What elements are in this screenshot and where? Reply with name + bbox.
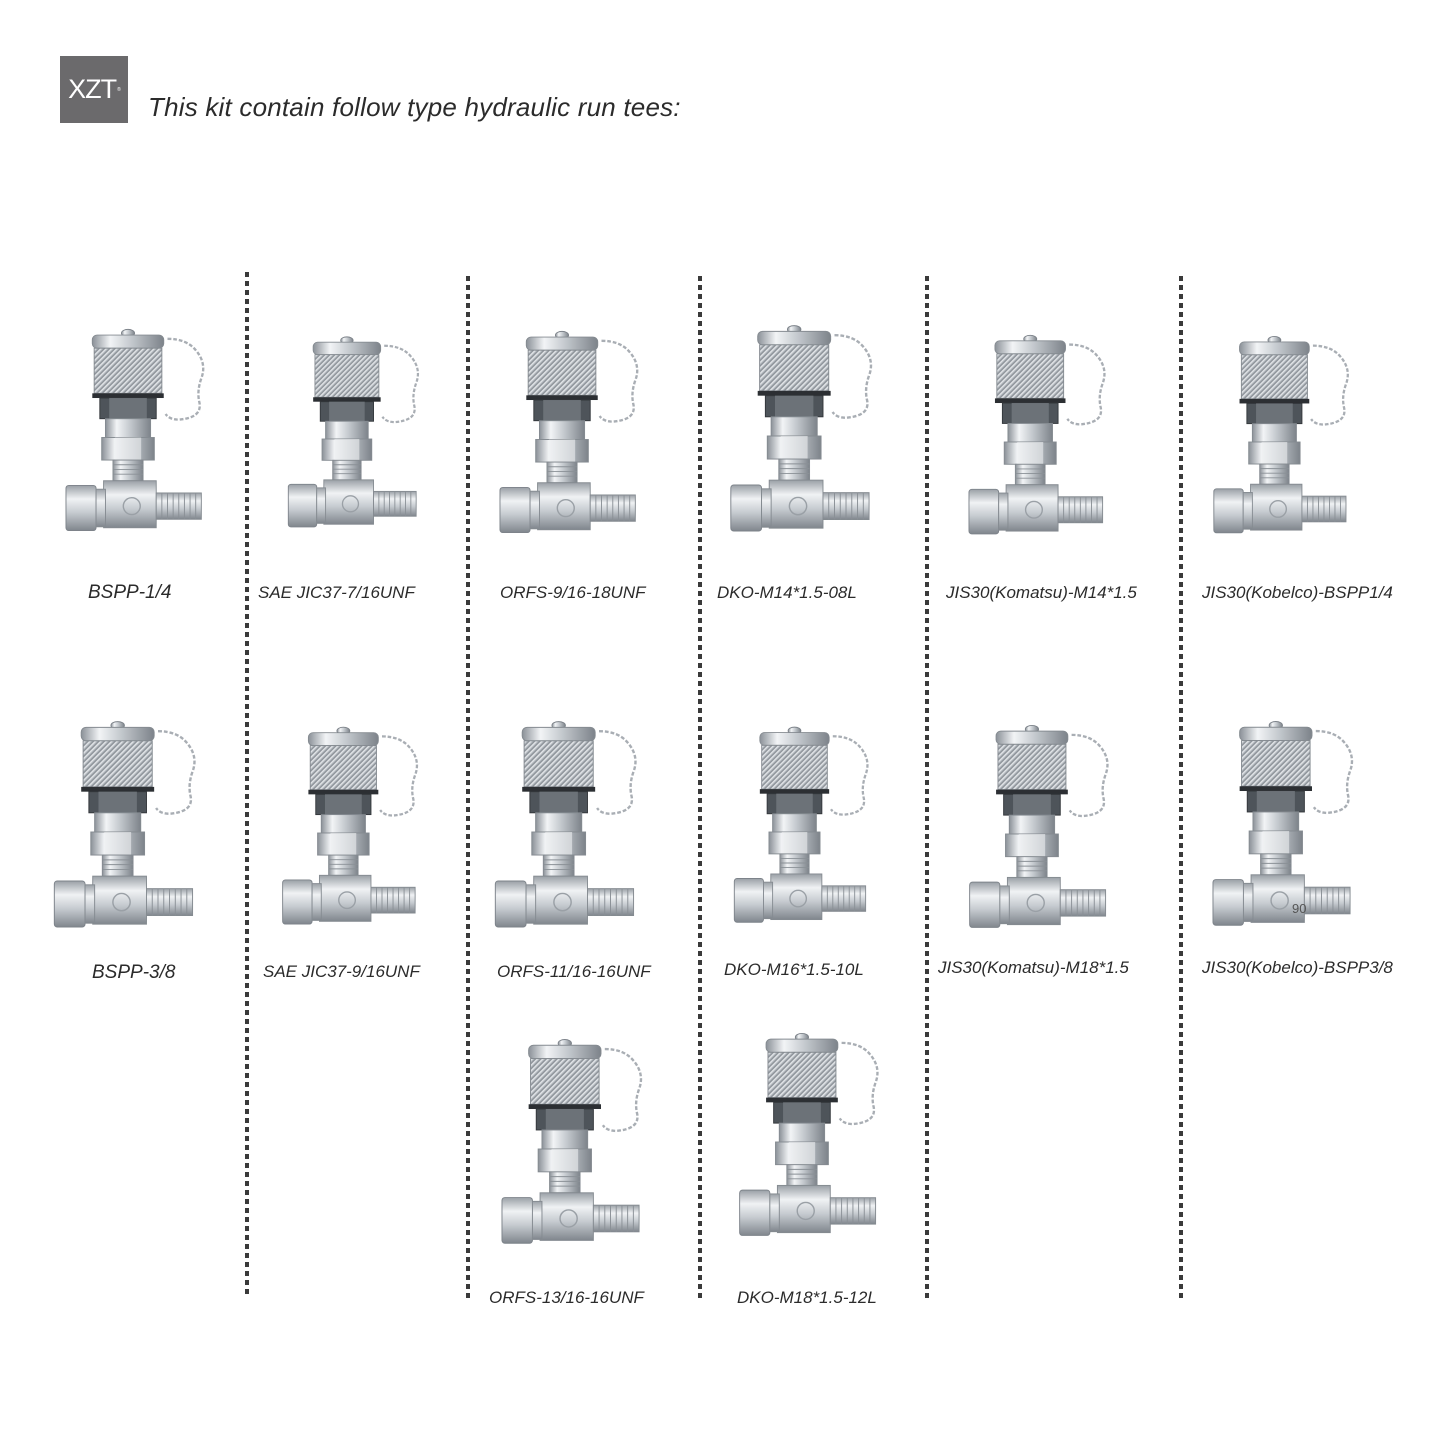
column-divider — [466, 276, 470, 1301]
product-label: DKO-M18*1.5-12L — [737, 1288, 877, 1307]
run-tee-fitting-icon — [486, 712, 664, 952]
product-label: JIS30(Kobelco)-BSPP1/4 — [1202, 583, 1393, 602]
column-divider — [245, 272, 249, 1297]
run-tee-fitting-icon — [494, 322, 662, 557]
run-tee-fitting-icon — [728, 316, 893, 556]
product-label: SAE JIC37-9/16UNF — [263, 962, 420, 981]
run-tee-fitting-icon — [44, 712, 224, 952]
run-tee-fitting-icon — [946, 716, 1150, 952]
product-label: ORFS-9/16-18UNF — [500, 583, 646, 602]
run-tee-fitting-icon — [276, 718, 442, 948]
column-divider — [925, 276, 929, 1301]
run-tee-fitting-icon — [732, 718, 888, 946]
run-tee-fitting-icon — [962, 326, 1130, 558]
column-divider — [698, 276, 702, 1301]
run-tee-fitting-icon — [730, 1024, 906, 1260]
logo-text: XZT — [68, 74, 117, 104]
column-divider — [1179, 276, 1183, 1301]
stamp-text: 90 — [1292, 901, 1307, 916]
product-label: SAE JIC37-7/16UNF — [258, 583, 415, 602]
brand-logo: XZT® — [60, 56, 128, 123]
registered-mark: ® — [117, 86, 121, 93]
product-label: JIS30(Komatsu)-M18*1.5 — [938, 958, 1129, 977]
product-label: DKO-M14*1.5-08L — [717, 583, 857, 602]
product-label: JIS30(Kobelco)-BSPP3/8 — [1202, 958, 1393, 977]
product-label: BSPP-1/4 — [88, 582, 172, 603]
run-tee-fitting-icon — [486, 1030, 676, 1268]
product-label: JIS30(Komatsu)-M14*1.5 — [946, 583, 1137, 602]
page-title: This kit contain follow type hydraulic r… — [148, 92, 681, 122]
product-label: DKO-M16*1.5-10L — [724, 960, 864, 979]
product-label: ORFS-13/16-16UNF — [489, 1288, 644, 1307]
product-label: ORFS-11/16-16UNF — [497, 962, 651, 981]
run-tee-fitting-icon — [282, 328, 442, 550]
run-tee-fitting-icon — [1212, 326, 1368, 558]
product-label: BSPP-3/8 — [92, 962, 176, 983]
run-tee-fitting-icon — [64, 320, 224, 555]
